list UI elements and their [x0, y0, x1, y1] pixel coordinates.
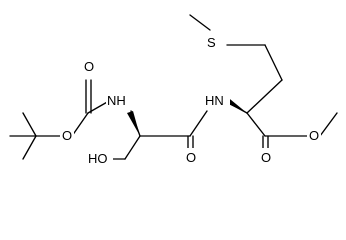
sulfur-background: [205, 33, 219, 50]
atom-label-nh-amide: HN: [205, 93, 224, 108]
atom-label-o-methoxy: O: [309, 128, 319, 143]
serine-alpha-wedge: [127, 111, 140, 136]
atom-label-o-ester-boc: O: [62, 128, 72, 143]
bond-lines: [9, 14, 338, 160]
nh-amide-background: [203, 91, 230, 108]
bond-sulfur-to-methyl: [189, 14, 211, 31]
bond-ester-oxygen-to-carbonyl: [71, 112, 89, 137]
atom-label-sulfur: S: [207, 35, 216, 50]
atom-label-backgrounds: [60, 33, 321, 166]
bond-methionine-alpha-to-ester-carbon: [246, 112, 266, 137]
atom-label-o-carbonyl-boc: O: [84, 59, 94, 74]
atom-label-nh-boc: NH: [107, 93, 126, 108]
atom-labels: O NH O HO O HN S O O: [62, 35, 319, 166]
bond-methoxy-oxygen-to-methyl: [319, 112, 338, 137]
o-methoxy-background: [307, 126, 321, 143]
o-carbonyl-boc-background: [82, 57, 96, 74]
bond-tbutyl-methyl-bottom: [22, 135, 37, 160]
bond-serine-beta-to-alpha: [124, 135, 141, 160]
atom-label-hydroxyl: HO: [88, 151, 108, 166]
atom-label-o-carbonyl-amide: O: [186, 150, 196, 165]
bond-methionine-alpha-to-beta: [246, 79, 283, 114]
o-ester-boc-background: [60, 126, 74, 143]
bond-tbutyl-methyl-top: [22, 112, 37, 137]
nh-boc-background: [106, 91, 133, 108]
o-carbonyl-ester-background: [259, 148, 273, 165]
molecule-structure-diagram: O NH O HO O HN S O O: [9, 14, 338, 166]
hydroxyl-background: [87, 149, 113, 166]
o-carbonyl-amide-background: [184, 148, 198, 165]
bond-amide-carbon-to-nh: [189, 110, 208, 137]
bond-boc-carbonyl-to-nh: [87, 100, 110, 114]
atom-label-o-carbonyl-ester: O: [261, 150, 271, 165]
bond-methionine-beta-to-gamma: [264, 44, 283, 81]
